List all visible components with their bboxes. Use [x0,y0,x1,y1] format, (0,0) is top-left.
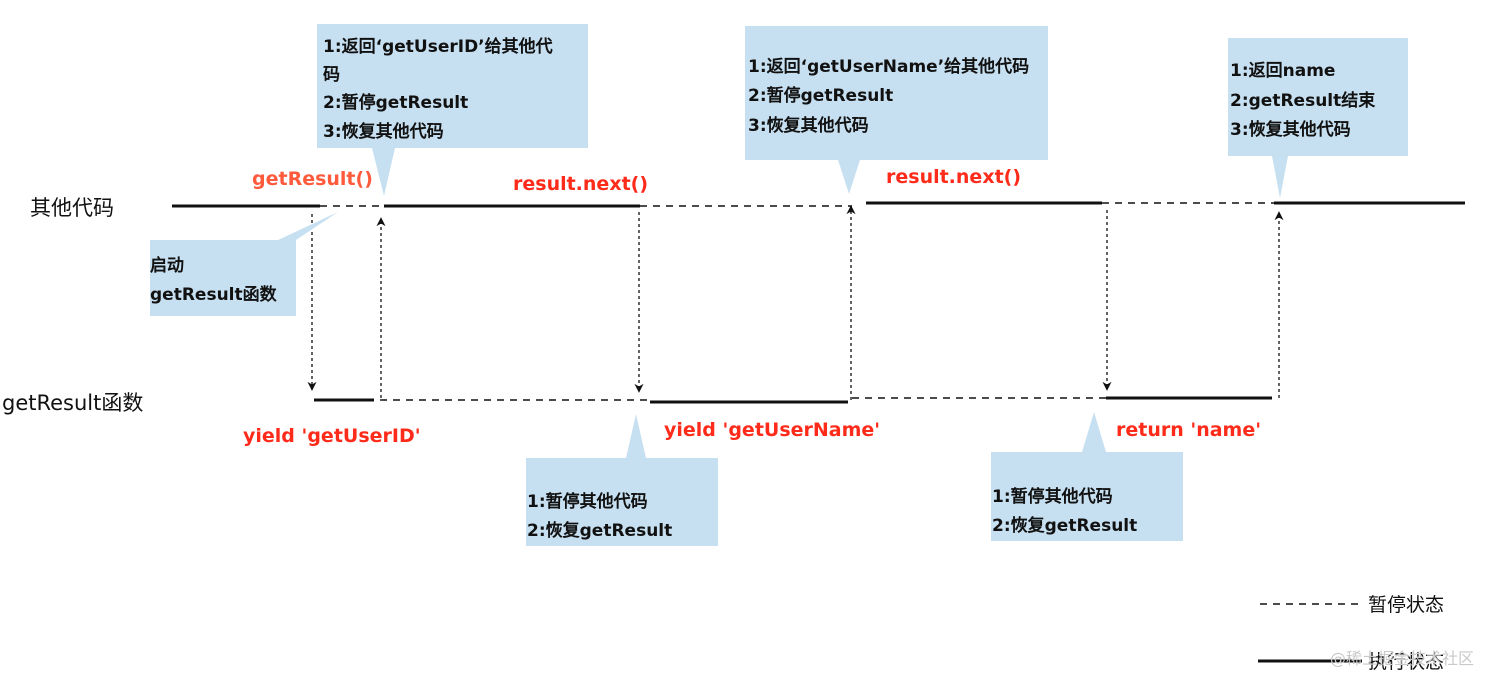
callout-line: 1:返回‘getUserID’给其他代 [323,36,553,57]
callout-line: 2:恢复getResult [527,520,672,541]
callout-line: 3:恢复其他代码 [1230,119,1351,140]
callout-line: 2:暂停getResult [323,92,468,113]
callout-line: 3:恢复其他代码 [748,115,869,136]
callout-top-3: 1:返回name 2:getResult结束 3:恢复其他代码 [1228,38,1408,198]
label-yield-1: yield 'getUserID' [243,425,421,447]
callout-line: 1:返回‘getUserName’给其他代码 [748,56,1029,77]
callout-line: getResult函数 [150,284,278,305]
callout-line: 2:getResult结束 [1230,90,1375,111]
callout-top-1: 1:返回‘getUserID’给其他代 码 2:暂停getResult 3:恢复… [317,24,588,196]
label-yield-2: yield 'getUserName' [664,419,880,441]
label-next-1: result.next() [513,173,648,195]
callout-bottom-2: 1:暂停其他代码 2:恢复getResult [991,412,1183,541]
label-return-name: return 'name' [1116,419,1261,441]
legend-pause-label: 暂停状态 [1368,594,1444,616]
label-getresult-call: getResult() [252,168,373,190]
callout-line: 1:暂停其他代码 [992,486,1113,507]
callout-line: 2:暂停getResult [748,85,893,106]
callout-line: 1:暂停其他代码 [527,491,648,512]
callout-line: 启动 [150,255,184,276]
callout-bottom-1: 1:暂停其他代码 2:恢复getResult [526,414,718,546]
lane-label-getresult-fn: getResult函数 [2,391,143,415]
legend-exec-label: 执行状态 [1368,651,1444,673]
callout-top-2: 1:返回‘getUserName’给其他代码 2:暂停getResult 3:恢… [745,26,1048,194]
watermark: @稀土掘金技术社区 [1330,649,1474,668]
label-next-2: result.next() [886,166,1021,188]
callout-line: 2:恢复getResult [992,515,1137,536]
callout-start: 启动 getResult函数 [150,212,338,316]
callout-line: 码 [323,65,340,85]
legend: 暂停状态 执行状态 [1258,594,1444,673]
callout-line: 3:恢复其他代码 [323,121,444,142]
lane-label-other-code: 其他代码 [30,196,114,220]
callout-line: 1:返回name [1230,61,1335,81]
